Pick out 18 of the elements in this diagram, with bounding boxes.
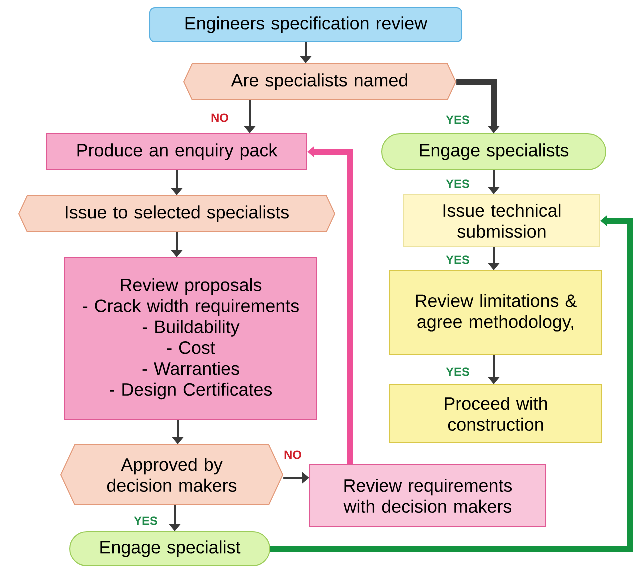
terminal-box: Engage specialists xyxy=(382,134,606,170)
decision-hexagon: Are specialists named xyxy=(183,64,457,100)
edge-label: NO xyxy=(212,114,228,122)
terminal-box: Engage specialist xyxy=(70,532,270,566)
edge-label: YES xyxy=(446,256,470,264)
process-box: Proceed with construction xyxy=(390,384,602,444)
process-box: Review limitations & agree methodology, xyxy=(390,270,602,356)
process-box: Review requirements with decision makers xyxy=(310,464,546,528)
process-box: Produce an enquiry pack xyxy=(46,134,308,170)
edge-label: YES xyxy=(446,116,470,124)
edge-label: YES xyxy=(134,516,158,526)
edge-label: YES xyxy=(446,180,470,188)
edge-label: YES xyxy=(446,368,470,376)
process-box: Issue technical submission xyxy=(404,194,600,248)
process-box: Engineers specification review xyxy=(150,8,462,42)
edge-label: NO xyxy=(284,450,302,460)
process-box: Review proposals - Crack width requirements - Buildability - Cost - Warranties - Design Certificates xyxy=(64,258,318,420)
decision-hexagon: Approved by decision makers xyxy=(60,444,284,506)
